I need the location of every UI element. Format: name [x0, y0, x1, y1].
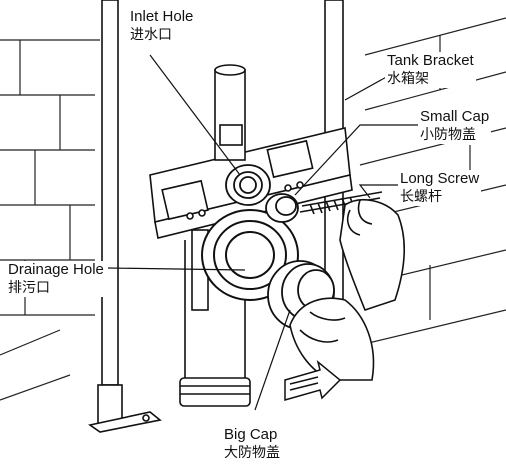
- inlet-hole-fitting: [225, 164, 271, 206]
- label-long-screw-zh: 长螺杆: [400, 189, 442, 205]
- frame-left-post: [88, 0, 162, 433]
- label-drainage-hole: Drainage Hole 排污口: [6, 261, 106, 297]
- label-tank-bracket-en: Tank Bracket: [387, 52, 474, 69]
- label-drainage-hole-en: Drainage Hole: [8, 261, 104, 278]
- label-drainage-hole-zh: 排污口: [8, 280, 50, 296]
- label-tank-bracket-zh: 水箱架: [387, 71, 429, 87]
- small-cap: [265, 193, 299, 223]
- label-tank-bracket: Tank Bracket 水箱架: [385, 52, 476, 88]
- label-big-cap-zh: 大防物盖: [224, 445, 280, 461]
- label-small-cap: Small Cap 小防物盖: [418, 108, 492, 144]
- label-big-cap-en: Big Cap: [224, 426, 278, 443]
- label-long-screw: Long Screw 长螺杆: [398, 170, 482, 206]
- direction-arrow: [284, 359, 342, 401]
- label-big-cap: Big Cap 大防物盖: [222, 426, 282, 462]
- label-inlet-hole: Inlet Hole 进水口: [128, 8, 196, 44]
- label-long-screw-en: Long Screw: [400, 170, 480, 187]
- leader-lines: [107, 54, 420, 411]
- label-small-cap-zh: 小防物盖: [420, 127, 476, 143]
- hands: [289, 199, 405, 381]
- label-small-cap-en: Small Cap: [420, 108, 490, 125]
- label-inlet-hole-en: Inlet Hole: [130, 8, 194, 25]
- label-inlet-hole-zh: 进水口: [130, 27, 172, 43]
- inlet-pipe: [214, 64, 246, 161]
